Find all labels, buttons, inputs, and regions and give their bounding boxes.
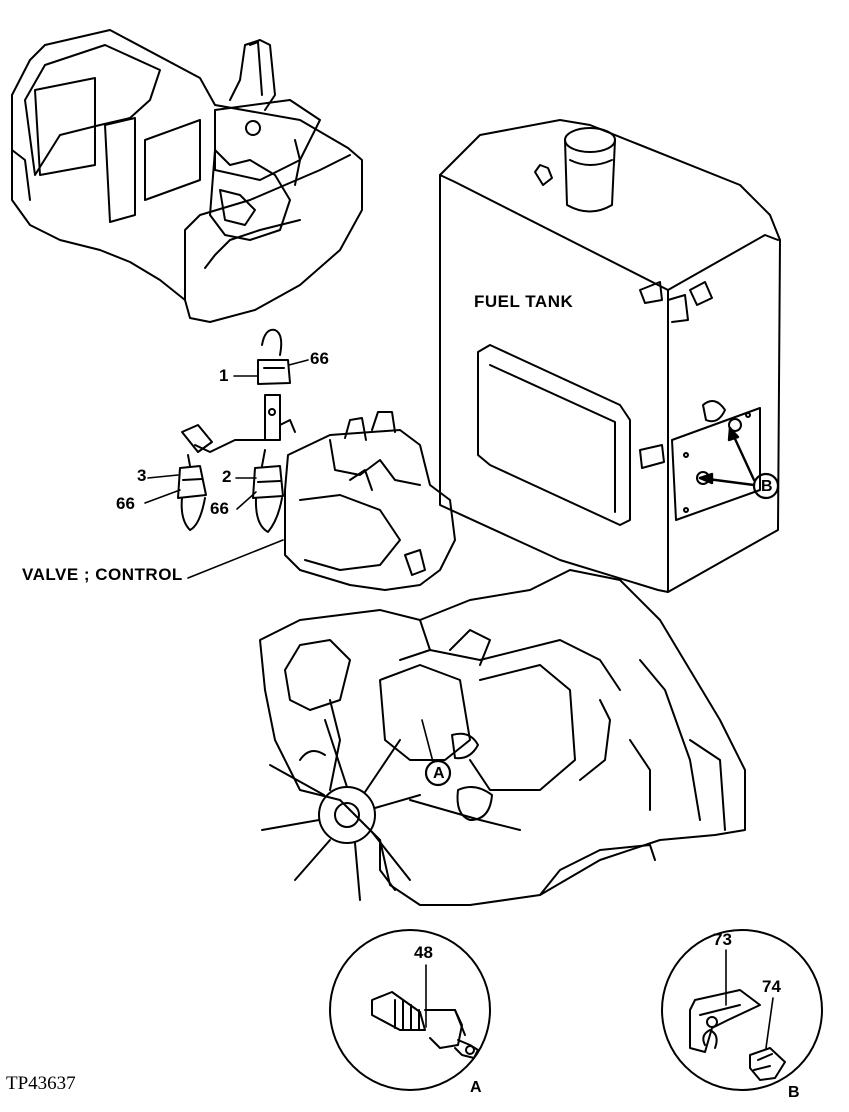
part-number-2: 2 — [222, 467, 232, 486]
valve-control-label: VALVE ; CONTROL — [22, 565, 183, 584]
control-valve-illustration — [284, 411, 456, 591]
part-number-48: 48 — [414, 943, 433, 962]
leader-lines — [144, 359, 774, 1049]
part-number-73: 73 — [713, 930, 732, 949]
part-number-66: 66 — [310, 349, 329, 368]
callout-a-circle — [424, 759, 452, 787]
part-number-66: 66 — [210, 499, 229, 518]
pressure-switch-assembly — [177, 328, 296, 533]
fuel-tank-label: FUEL TANK — [474, 292, 574, 311]
detail-a-view — [329, 929, 491, 1091]
callout-b-letter: B — [761, 478, 773, 495]
figure-code: TP43637 — [6, 1073, 76, 1094]
part-number-74: 74 — [762, 977, 781, 996]
part-number-66: 66 — [116, 494, 135, 513]
excavator-cab-illustration — [11, 29, 363, 323]
fuel-tank-illustration — [439, 119, 781, 593]
detail-b-view — [661, 929, 823, 1091]
callout-b-arrows — [698, 426, 756, 487]
callout-markers — [424, 472, 780, 787]
detail-b-caption: B — [788, 1084, 800, 1101]
callout-a-letter: A — [433, 765, 445, 782]
part-number-1: 1 — [219, 366, 229, 385]
detail-a-caption: A — [470, 1079, 482, 1096]
engine-illustration — [259, 569, 746, 906]
part-number-3: 3 — [137, 466, 147, 485]
